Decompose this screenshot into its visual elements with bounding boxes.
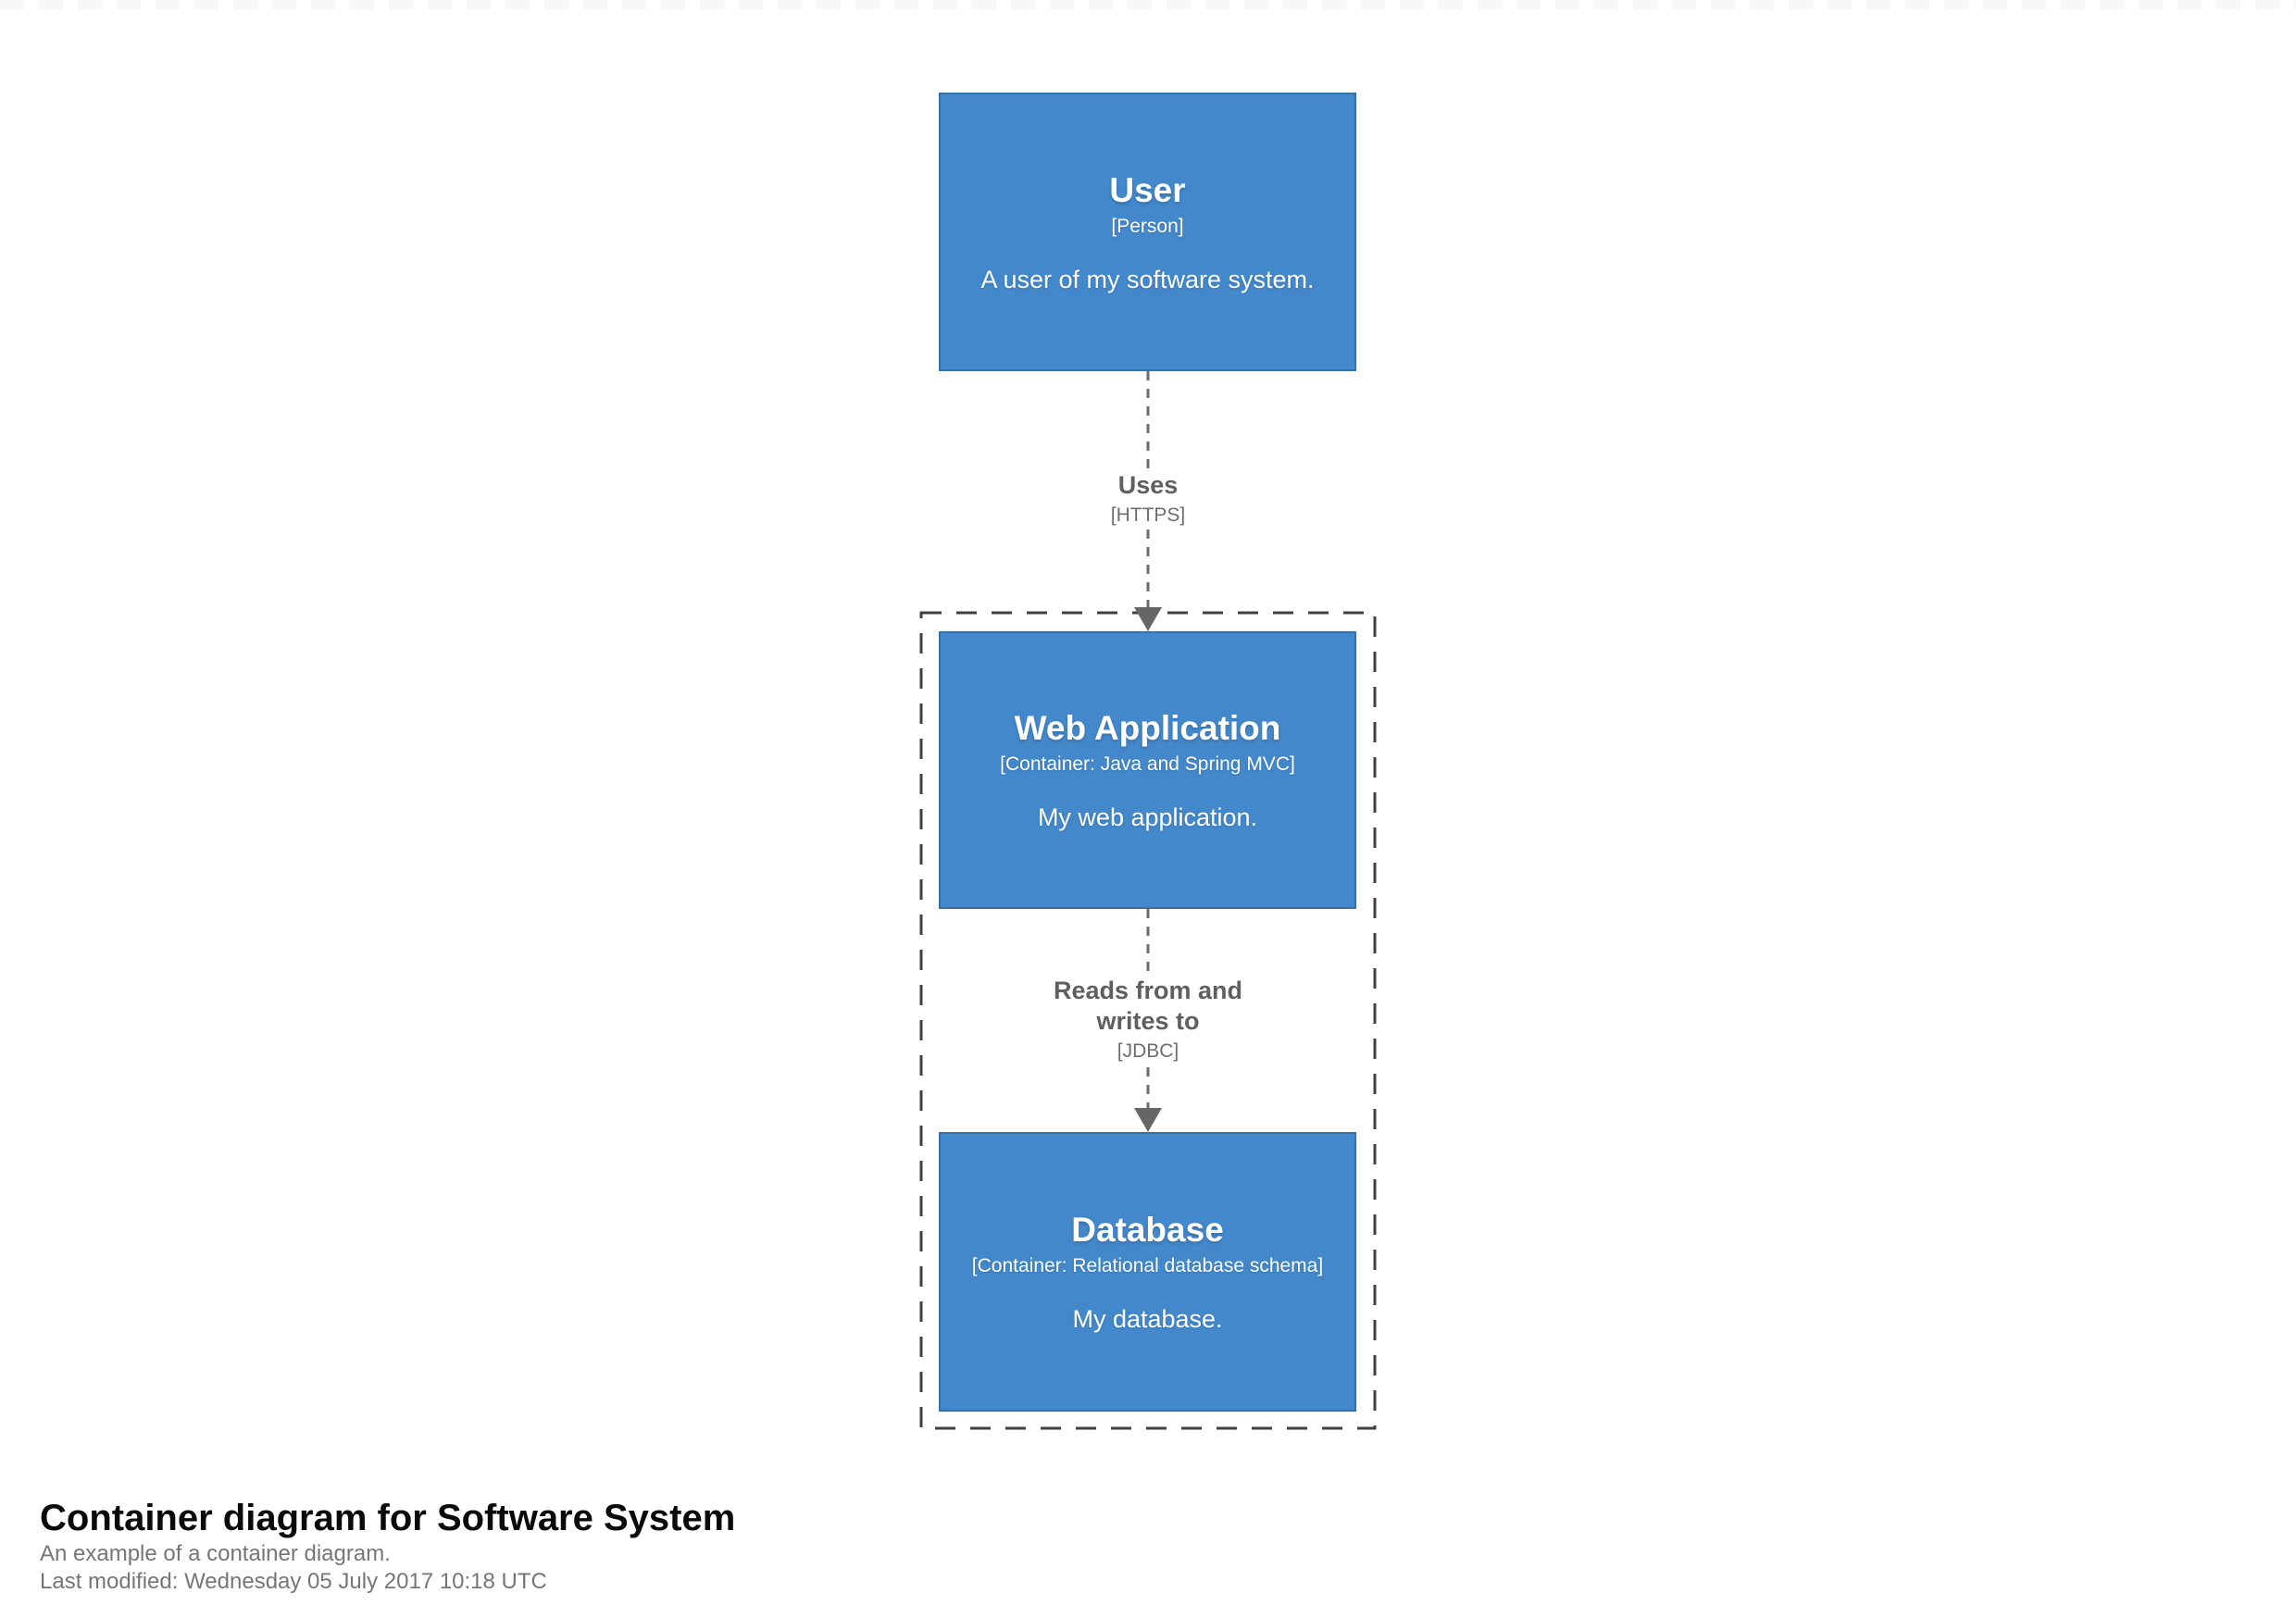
- user-node-description: A user of my software system.: [980, 265, 1315, 293]
- relationship-reads-writes-technology: [JDBC]: [1117, 1040, 1179, 1062]
- relationship-uses-text: Uses: [1117, 471, 1179, 499]
- relationship-label-uses: Uses [HTTPS]: [1101, 468, 1195, 529]
- web-application-node[interactable]: Web Application [Container: Java and Spr…: [939, 631, 1356, 909]
- arrowhead-web-to-db: [1134, 1108, 1162, 1132]
- arrowhead-user-to-web: [1134, 607, 1162, 631]
- relationship-label-reads-writes: Reads from and writes to [JDBC]: [1017, 974, 1279, 1065]
- database-node[interactable]: Database [Container: Relational database…: [939, 1132, 1356, 1412]
- user-node-title: User: [1109, 170, 1186, 209]
- diagram-title: Container diagram for Software System: [40, 1498, 736, 1538]
- relationship-uses-technology: [HTTPS]: [1110, 504, 1186, 526]
- web-application-node-description: My web application.: [1037, 803, 1258, 831]
- web-application-node-metadata: [Container: Java and Spring MVC]: [1000, 753, 1295, 775]
- user-node-metadata: [Person]: [1111, 215, 1184, 237]
- user-node[interactable]: User [Person] A user of my software syst…: [939, 93, 1356, 371]
- diagram-footer: Container diagram for Software System An…: [40, 1496, 735, 1596]
- diagram-description: An example of a container diagram.: [40, 1541, 391, 1566]
- database-node-title: Database: [1071, 1211, 1224, 1249]
- database-node-metadata: [Container: Relational database schema]: [971, 1255, 1324, 1276]
- diagram-last-modified: Last modified: Wednesday 05 July 2017 10…: [40, 1569, 547, 1594]
- web-application-node-title: Web Application: [1014, 709, 1281, 747]
- database-node-description: My database.: [1072, 1305, 1223, 1333]
- relationship-reads-writes-text: Reads from and writes to: [1053, 977, 1243, 1035]
